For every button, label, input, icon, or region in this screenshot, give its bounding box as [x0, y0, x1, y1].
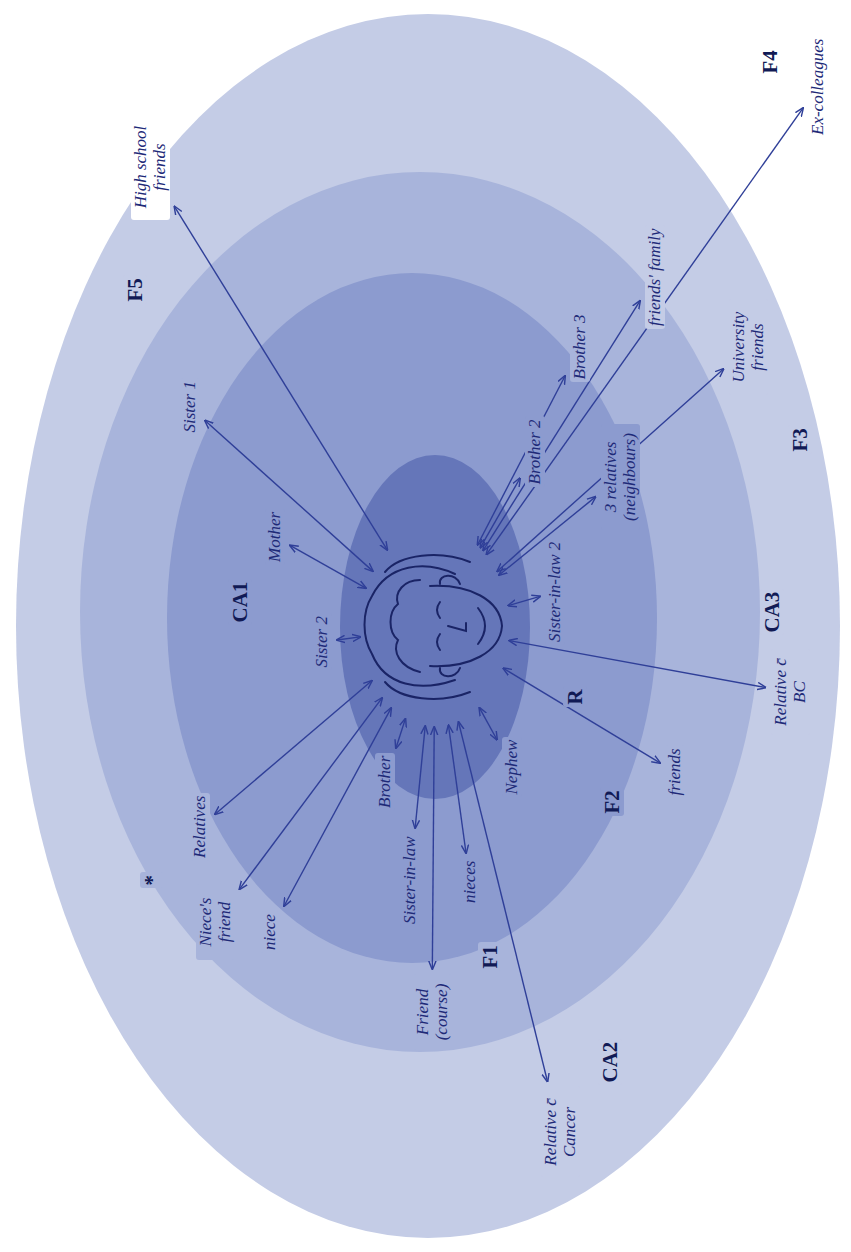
contact-label: Ex-colleagues: [808, 36, 828, 138]
left-ear: [440, 668, 460, 676]
band-code: CA1: [228, 579, 252, 626]
contact-label: Mother: [265, 509, 285, 565]
band-code: F3: [788, 425, 812, 454]
band-code: F5: [123, 275, 147, 304]
leader-arrow: [508, 596, 540, 605]
leader-arrow: [432, 727, 434, 969]
contact-label: Brother 3: [570, 311, 590, 382]
contact-label: Brother: [375, 753, 395, 811]
contact-label: 3 relatives (neighbours): [601, 424, 640, 530]
leader-arrow: [483, 301, 640, 550]
leader-arrow: [480, 478, 520, 547]
contact-label: Relative c̄ BC: [771, 649, 810, 735]
leader-arrow: [175, 207, 388, 550]
contact-label: friends: [665, 745, 685, 798]
face-outline: [430, 586, 502, 666]
second-band: [80, 172, 760, 1052]
contact-label: niece: [260, 911, 280, 953]
leader-arrow: [415, 726, 425, 828]
leader-arrow: [396, 719, 405, 748]
leader-arrow: [337, 637, 360, 640]
contact-label: Brother 2: [525, 416, 545, 487]
hair-fringe: [391, 580, 421, 672]
leader-arrow: [497, 369, 723, 571]
hair-outline: [365, 566, 456, 685]
hair-strand: [385, 682, 470, 699]
mouth: [478, 608, 485, 644]
band-code: CA3: [760, 589, 784, 636]
face-drawing: [365, 555, 503, 699]
leader-arrow: [503, 668, 660, 763]
third-band: [167, 273, 657, 963]
leader-arrow: [487, 108, 803, 554]
left-eye: [437, 634, 440, 650]
leader-arrow: [240, 698, 383, 889]
contact-label: friends' family: [645, 225, 665, 329]
hair-strand: [385, 555, 470, 572]
contact-label: Relative c̄ Cancer: [541, 1087, 580, 1178]
inner-band: [340, 455, 530, 799]
leader-arrow: [449, 725, 467, 853]
band-code: CA2: [598, 1039, 622, 1086]
band-code: F1: [478, 942, 502, 971]
band-code: R: [563, 686, 587, 707]
leader-arrow: [459, 722, 548, 1082]
leader-arrow: [478, 376, 565, 545]
contact-label: University friends: [729, 299, 768, 395]
leader-arrow: [479, 708, 497, 740]
band-code: F4: [758, 47, 782, 76]
contact-label: Sister 1: [180, 378, 200, 435]
contact-label: nieces: [460, 858, 480, 906]
right-ear: [440, 576, 460, 584]
contact-label: High school friends: [131, 114, 170, 220]
band-code: F2: [600, 787, 624, 816]
contact-label: Relatives: [190, 793, 210, 861]
contact-label: Sister-in-law: [400, 834, 420, 928]
band-code: *: [140, 872, 164, 889]
leader-arrow: [205, 420, 373, 571]
leader-arrow: [215, 681, 372, 814]
contact-label: Sister 2: [312, 613, 332, 670]
right-eye: [437, 602, 440, 618]
outer-band: [16, 14, 840, 1238]
contact-label: Sister-in-law 2: [545, 539, 565, 645]
leader-arrow: [509, 641, 765, 688]
contact-label: Nephew: [502, 737, 522, 798]
nose: [448, 623, 466, 631]
contact-label: Niece's friend: [196, 884, 235, 960]
contact-label: Friend (course): [413, 974, 452, 1050]
leader-arrow: [290, 545, 366, 588]
